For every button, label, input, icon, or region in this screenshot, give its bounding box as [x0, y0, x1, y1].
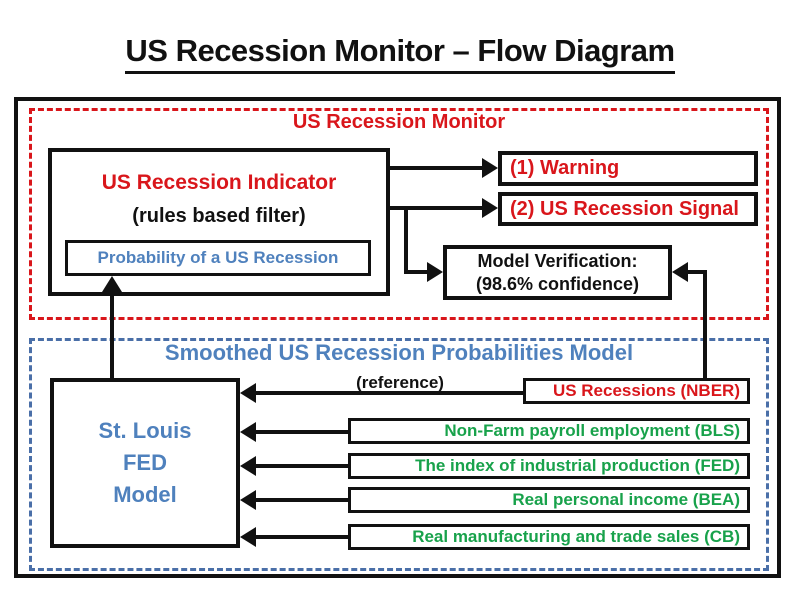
input-personal-income-box: Real personal income (BEA)	[348, 487, 750, 513]
monitor-section-title: US Recession Monitor	[292, 111, 506, 133]
connector-branch-down	[404, 206, 408, 272]
model-section-box	[29, 338, 769, 571]
arrowhead-verification-right-icon	[672, 262, 688, 282]
st-louis-fed-model-box: St. Louis FED Model	[50, 378, 240, 548]
arrowhead-input-bls-icon	[240, 422, 256, 442]
connector-indicator-to-signal	[386, 206, 483, 210]
arrowhead-signal-icon	[482, 198, 498, 218]
model-section-title: Smoothed US Recession Probabilities Mode…	[164, 340, 634, 365]
recession-indicator-title: US Recession Indicator	[101, 171, 337, 194]
connector-to-verification-left	[404, 270, 429, 274]
input-payroll-employment-box: Non-Farm payroll employment (BLS)	[348, 418, 750, 444]
connector-model-to-probability	[110, 290, 114, 378]
recession-signal-output-box: (2) US Recession Signal	[498, 192, 758, 226]
connector-nber-up	[703, 270, 707, 378]
model-verification-box: Model Verification: (98.6% confidence)	[443, 245, 672, 300]
connector-to-verification-right	[686, 270, 707, 274]
arrowhead-reference-icon	[240, 383, 256, 403]
us-recessions-nber-box: US Recessions (NBER)	[523, 378, 750, 404]
recession-indicator-subtitle: (rules based filter)	[132, 205, 306, 227]
connector-input-cb	[255, 535, 348, 539]
input-trade-sales-box: Real manufacturing and trade sales (CB)	[348, 524, 750, 550]
arrowhead-verification-left-icon	[427, 262, 443, 282]
arrowhead-warning-icon	[482, 158, 498, 178]
page-title: US Recession Monitor – Flow Diagram	[0, 33, 800, 74]
input-industrial-production-box: The index of industrial production (FED)	[348, 453, 750, 479]
connector-indicator-to-warning	[386, 166, 483, 170]
probability-box: Probability of a US Recession	[65, 240, 371, 276]
reference-label: (reference)	[356, 373, 444, 392]
monitor-section-box	[29, 108, 769, 320]
connector-input-bea	[255, 498, 348, 502]
arrowhead-probability-icon	[102, 276, 122, 292]
warning-output-box: (1) Warning	[498, 151, 758, 186]
connector-input-bls	[255, 430, 348, 434]
arrowhead-input-cb-icon	[240, 527, 256, 547]
diagram-frame	[14, 97, 781, 578]
arrowhead-input-fed-icon	[240, 456, 256, 476]
connector-input-fed	[255, 464, 348, 468]
connector-reference	[255, 391, 523, 395]
arrowhead-input-bea-icon	[240, 490, 256, 510]
